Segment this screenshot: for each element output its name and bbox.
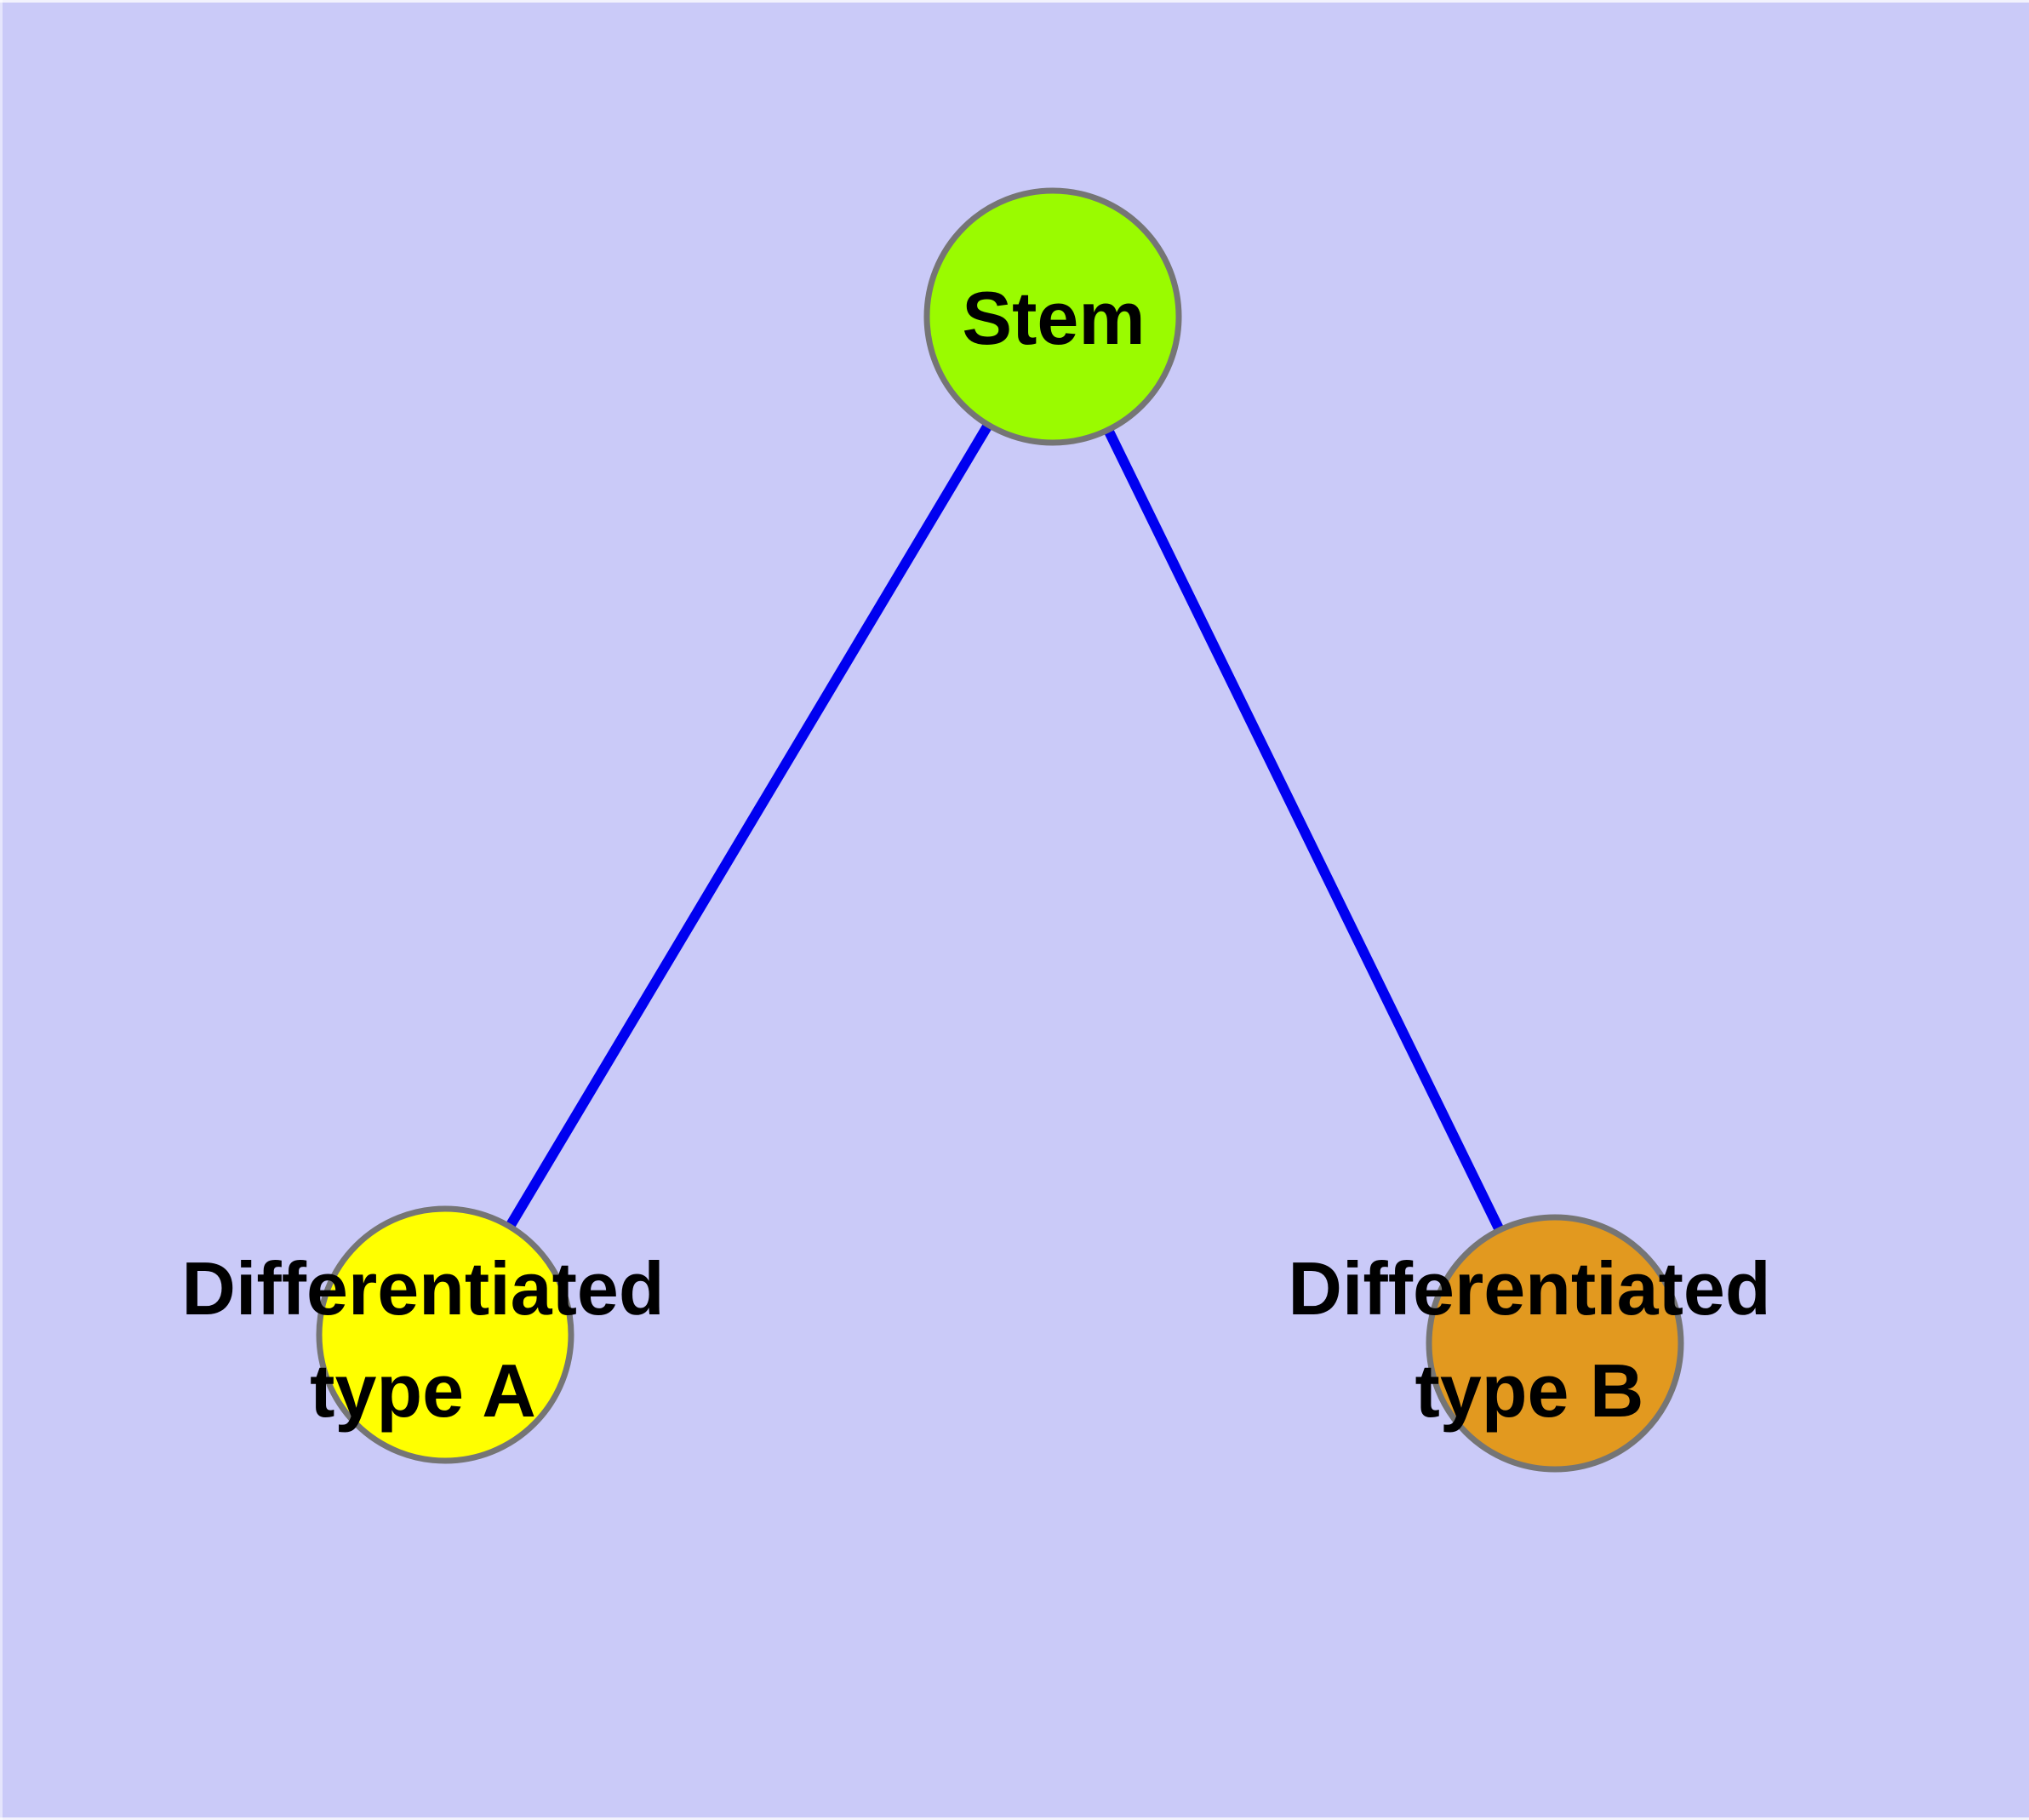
node-stem-circle [923,187,1182,446]
node-type-b-circle [1426,1214,1684,1473]
edge-stem-to-type-b [1048,312,1560,1348]
edge-stem-to-type-a [440,312,1058,1340]
node-type-a-circle [316,1205,574,1464]
